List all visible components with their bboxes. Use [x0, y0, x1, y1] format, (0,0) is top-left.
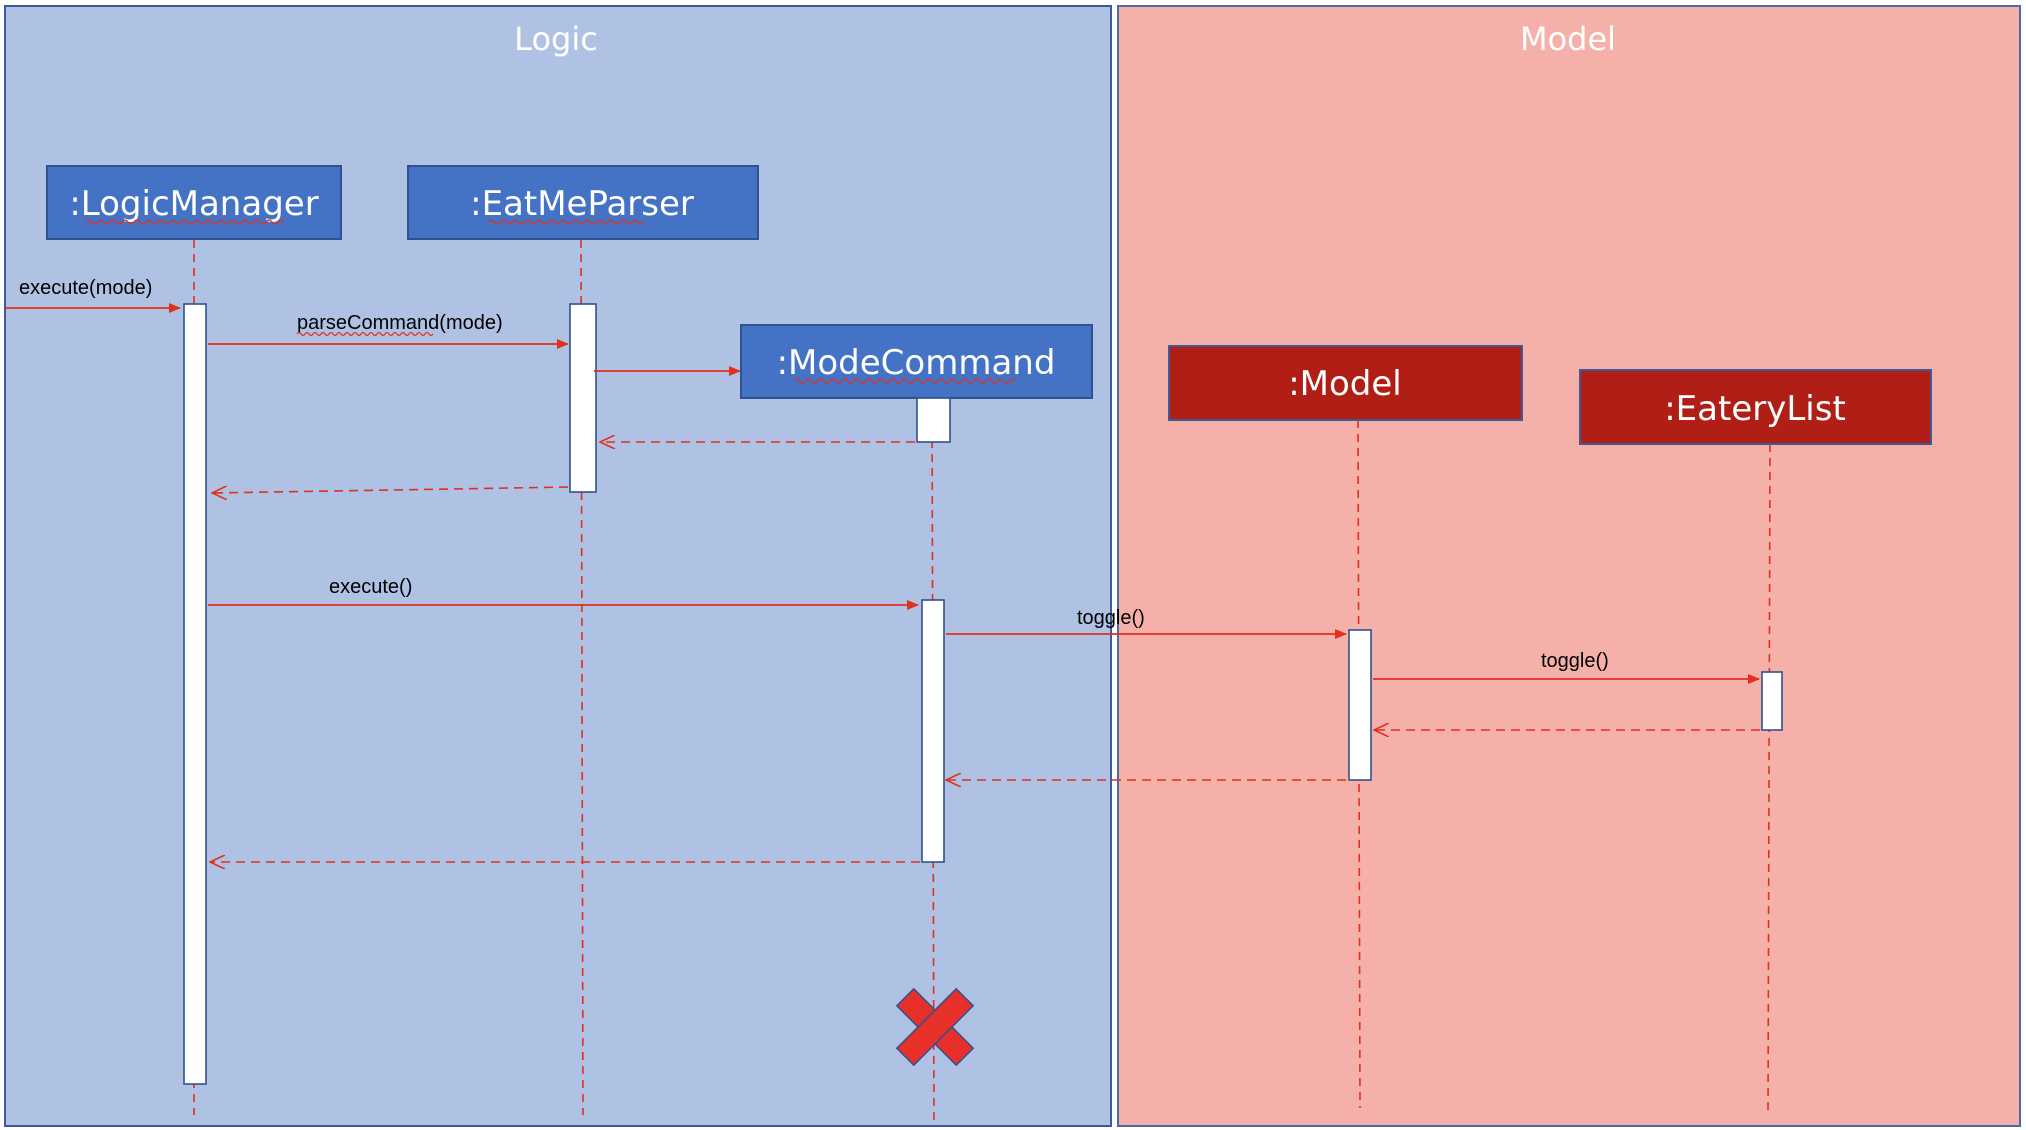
- spellcheck-underline: [793, 378, 1017, 384]
- message-execute-mode-label: execute(mode): [19, 277, 152, 299]
- mode-command-label: :ModeCommand: [777, 343, 1056, 383]
- activation-mode-command-execute: [921, 599, 945, 863]
- spellcheck-underline: [296, 331, 434, 337]
- message-toggle-model-label: toggle(): [1077, 607, 1145, 629]
- message-toggle-list-label: toggle(): [1541, 650, 1609, 672]
- spellcheck-underline: [487, 219, 645, 225]
- eatery-list-label: :EateryList: [1664, 389, 1846, 429]
- logic-manager-box: [46, 165, 342, 240]
- spellcheck-underline: [85, 219, 285, 225]
- destroy-mark-icon: [895, 987, 975, 1067]
- message-parse-command-label: parseCommand(mode): [297, 312, 503, 334]
- activation-eatery-list: [1761, 671, 1783, 731]
- activation-eatme-parser: [569, 303, 597, 493]
- eatme-parser-label: :EatMeParser: [470, 184, 694, 224]
- message-execute-label: execute(): [329, 576, 412, 598]
- eatme-parser-box: [407, 165, 759, 240]
- eatery-list-box: [1579, 369, 1932, 445]
- model-frame-title: Model: [1520, 20, 1616, 58]
- activation-logic-manager: [183, 303, 207, 1085]
- model-box: [1168, 345, 1523, 421]
- logic-frame-title: Logic: [514, 20, 598, 58]
- lifeline-model: [1357, 419, 1361, 1109]
- logic-manager-label: :LogicManager: [69, 184, 318, 224]
- model-label: :Model: [1288, 364, 1402, 404]
- model-frame: [1117, 5, 2021, 1127]
- activation-mode-command-creation: [916, 397, 951, 443]
- activation-model: [1348, 629, 1372, 781]
- lifeline-mode-command: [931, 397, 935, 1126]
